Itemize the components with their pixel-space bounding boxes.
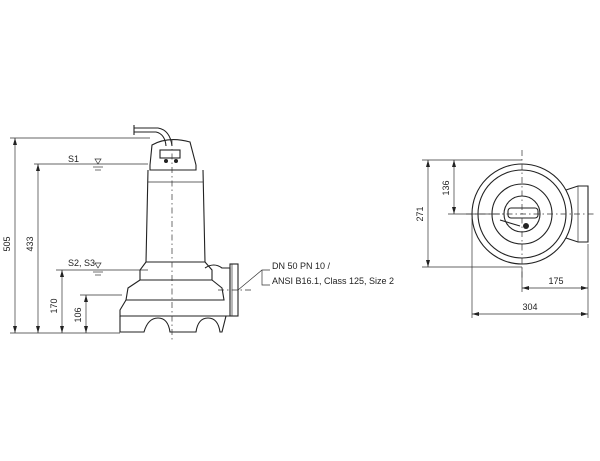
dimension-271: 271	[415, 159, 522, 268]
dimension-505: 505	[2, 137, 150, 334]
dimension-170-label: 170	[49, 298, 59, 313]
level-s1-label: S1	[68, 154, 79, 164]
dimension-304: 304	[471, 218, 589, 318]
dimension-136-label: 136	[441, 180, 451, 195]
pump-top-body	[466, 150, 596, 278]
dimension-170: 170	[49, 269, 148, 333]
dimension-175-label: 175	[548, 276, 563, 286]
dimension-106-label: 106	[73, 307, 83, 322]
dimension-433: 433	[25, 163, 148, 333]
dimension-304-label: 304	[522, 302, 537, 312]
dimension-106: 106	[73, 294, 122, 333]
dimension-505-label: 505	[2, 236, 12, 251]
dimension-271-label: 271	[415, 206, 425, 221]
outlet-note-line1: DN 50 PN 10 /	[272, 261, 331, 271]
level-s1: S1	[68, 154, 103, 171]
pump-side-body	[119, 125, 270, 340]
outlet-note-line2: ANSI B16.1, Class 125, Size 2	[272, 276, 394, 286]
outlet-note: DN 50 PN 10 / ANSI B16.1, Class 125, Siz…	[272, 261, 394, 286]
side-view: 505 433 S1 170 S2, S3	[2, 125, 394, 340]
top-view: 271 136	[415, 150, 596, 318]
dimension-433-label: 433	[25, 236, 35, 251]
dimension-175: 175	[521, 244, 589, 292]
level-s2s3-label: S2, S3	[68, 258, 95, 268]
dimension-136: 136	[441, 160, 500, 215]
level-s2s3: S2, S3	[68, 258, 103, 276]
